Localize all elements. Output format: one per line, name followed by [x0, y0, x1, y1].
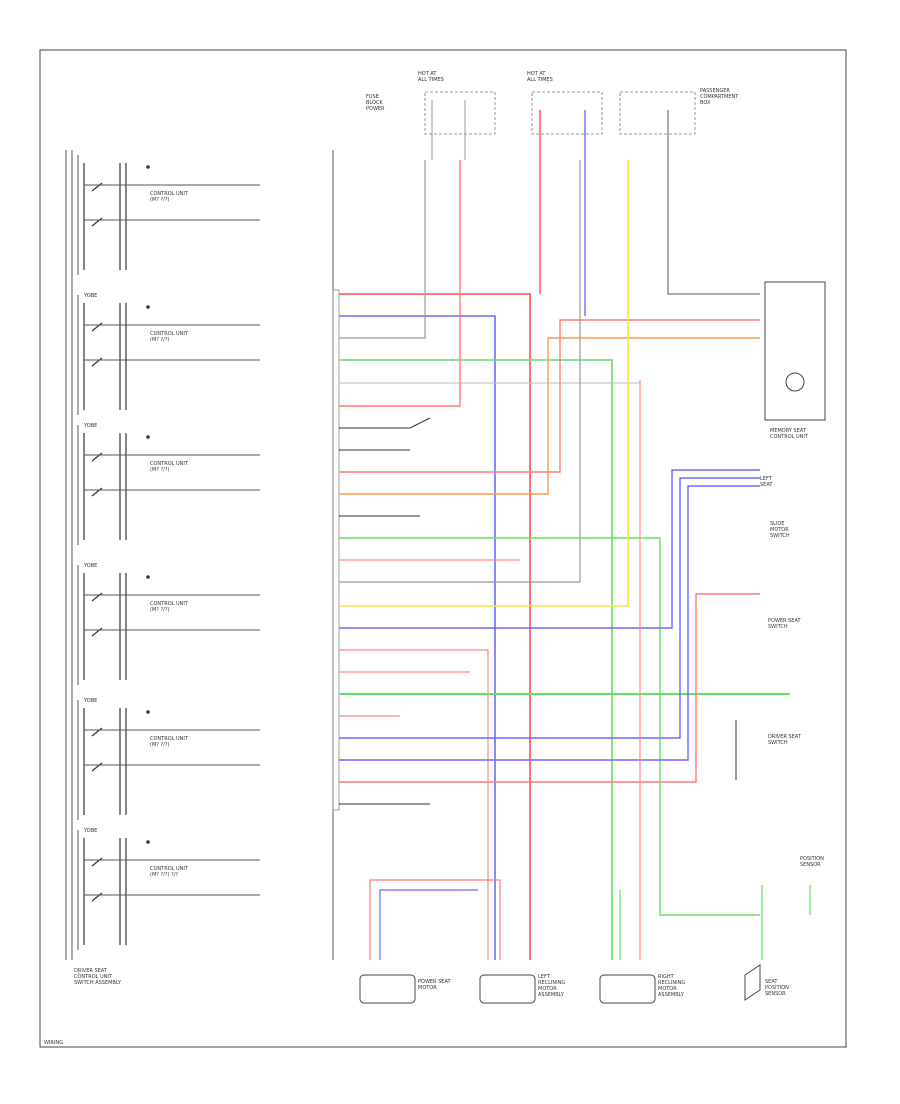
switch-bank-4: CONTROL UNIT(M? ?/?) YOBE [77, 563, 260, 685]
fuse-box-3 [619, 91, 696, 135]
wire-motor-blue [379, 889, 478, 960]
switch-bank-label: CONTROL UNIT(M? ?/?) ?/? [150, 866, 189, 878]
switch-banks: CONTROL UNIT(M? ?/?)CONTROL UNIT(M? ?/?)… [77, 155, 260, 950]
wire-black-fuse [667, 110, 760, 295]
wire-gray-1 [339, 160, 426, 339]
motor-symbol [785, 372, 805, 392]
wire-pink-7 [339, 593, 760, 783]
left-reclining-motor-box [479, 974, 536, 1004]
switch-bank-6: CONTROL UNIT(M? ?/?) ?/? YOBE [77, 828, 260, 950]
switch-bank-label: CONTROL UNIT(M? ?/?) [150, 191, 189, 203]
switch-bank-2: CONTROL UNIT(M? ?/?) YOBE [77, 293, 260, 415]
footer-code: WIRING [44, 1040, 63, 1046]
wire-red-1 [339, 293, 531, 960]
switch-bank-top-label: YOBE [83, 293, 97, 299]
switch-bank-top-label: YOBE [83, 423, 97, 429]
power-seat-motor-box [359, 974, 416, 1004]
switch-bank-label: CONTROL UNIT(M? ?/?) [150, 601, 189, 613]
wire-motor-red [369, 879, 501, 960]
wire-black-1 [339, 417, 431, 429]
switch-bank-top-label: YOBE [83, 563, 97, 569]
wire-gray-2 [339, 160, 581, 583]
wire-pink-2 [339, 319, 760, 473]
wire-pink-1 [339, 160, 461, 407]
memory-seat-unit-box [764, 281, 826, 421]
switch-bank-label: CONTROL UNIT(M? ?/?) [150, 461, 189, 473]
fuse-box-2 [531, 91, 603, 135]
wire-yellow-1 [339, 160, 629, 607]
switch-bank-5: CONTROL UNIT(M? ?/?) YOBE [77, 698, 260, 820]
switch-bank-label: CONTROL UNIT(M? ?/?) [150, 331, 189, 343]
connector-block [332, 289, 340, 811]
switch-bank-label: CONTROL UNIT(M? ?/?) [150, 736, 189, 748]
wire-pink-4 [339, 649, 489, 960]
wire-orange-1 [339, 337, 760, 495]
wire-green-2 [339, 537, 760, 916]
switch-bank-1: CONTROL UNIT(M? ?/?) [77, 155, 260, 275]
switch-bank-top-label: YOBE [83, 698, 97, 704]
switch-bank-top-label: YOBE [83, 828, 97, 834]
right-reclining-motor-box [599, 974, 656, 1004]
wire-blue-3 [339, 477, 760, 739]
wire-blue-2 [339, 469, 760, 629]
fuse-box-1 [424, 91, 496, 160]
diagram-frame [39, 49, 847, 1048]
position-sensor-box [744, 964, 761, 1001]
switch-bank-3: CONTROL UNIT(M? ?/?) YOBE [77, 423, 260, 545]
wire-blue-4 [339, 485, 760, 761]
wire-blue-1 [339, 315, 496, 960]
